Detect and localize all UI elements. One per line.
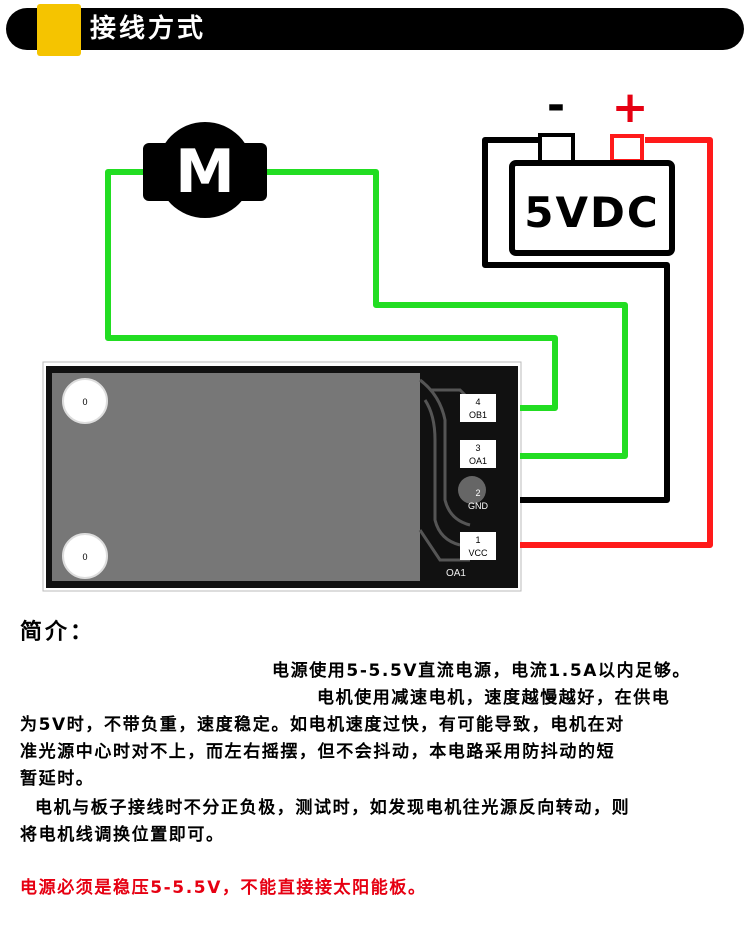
hole-label-bottom: 0 <box>82 552 87 562</box>
plus-sign: + <box>612 82 649 133</box>
motor-wire-left <box>105 169 558 411</box>
intro-title: 简介： <box>20 620 96 645</box>
pin-1-number: 1 <box>475 535 480 545</box>
wiring-diagram: 0 0 OA1 4 OB1 3 OA1 2 GND 1 VCC 5VDC - + <box>42 80 713 592</box>
hole-label-top: 0 <box>82 397 87 407</box>
pin-3-number: 3 <box>475 443 480 453</box>
mounting-hole-top: 0 <box>62 378 108 424</box>
intro-line-1: 电源使用5-5.5V直流电源，电流1.5A以内足够。 <box>272 661 692 681</box>
pin-4-name: OB1 <box>469 410 487 420</box>
pin-2-name: GND <box>468 501 489 511</box>
motor-label: M <box>175 137 235 207</box>
motor: M <box>143 122 267 218</box>
intro-line-5: 暂延时。 <box>20 769 95 789</box>
battery: 5VDC <box>509 133 675 256</box>
pin-1-pad: 1 VCC <box>460 532 496 560</box>
intro-line-2: 电机使用减速电机，速度越慢越好，在供电 <box>317 688 671 708</box>
mounting-hole-bottom: 0 <box>62 533 108 579</box>
pin-2-number: 2 <box>475 488 480 498</box>
pin-3-name: OA1 <box>469 456 487 466</box>
silk-label: OA1 <box>446 568 466 579</box>
pin-4-number: 4 <box>475 397 480 407</box>
intro-line-3: 为5V时，不带负重，速度稳定。如电机速度过快，有可能导致，电机在对 <box>20 715 625 735</box>
warning-text: 电源必须是稳压5-5.5V，不能直接接太阳能板。 <box>20 878 427 898</box>
positive-wire <box>520 137 713 548</box>
pin-4-pad: 4 OB1 <box>460 394 496 422</box>
header-bar <box>6 8 744 50</box>
pin-2-pad: 2 GND <box>468 488 489 511</box>
minus-sign: - <box>547 80 565 131</box>
battery-label: 5VDC <box>524 188 659 237</box>
negative-wire <box>482 137 670 503</box>
page-title: 接线方式 <box>90 14 207 44</box>
pin-1-name: VCC <box>468 548 488 558</box>
intro-line-6: 电机与板子接线时不分正负极，测试时，如发现电机往光源反向转动，则 <box>35 798 631 818</box>
motor-wire-right <box>262 169 628 459</box>
pcb-board <box>42 361 522 592</box>
intro-line-7: 将电机线调换位置即可。 <box>20 825 225 845</box>
pin-3-pad: 3 OA1 <box>460 440 496 468</box>
intro-line-4: 准光源中心时对不上，而左右摇摆，但不会抖动，本电路采用防抖动的短 <box>20 742 616 762</box>
header-accent <box>37 4 81 56</box>
